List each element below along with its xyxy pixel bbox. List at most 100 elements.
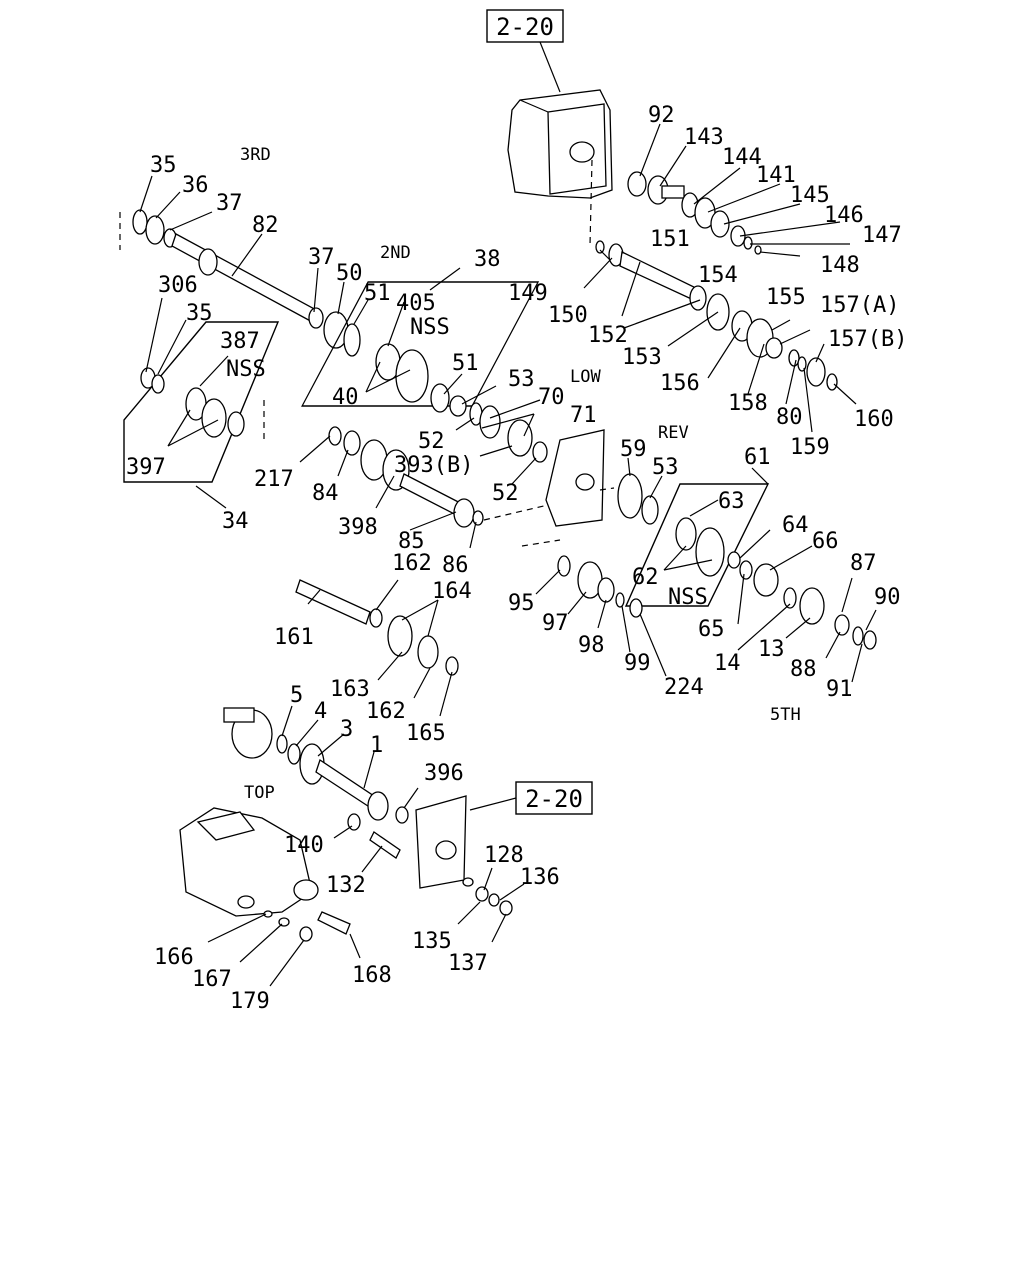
part-label: 51 (364, 281, 391, 306)
part-label: 52 (492, 481, 519, 506)
part-label: 95 (508, 591, 535, 616)
part-label: 88 (790, 657, 817, 682)
part-label: 14 (714, 651, 741, 676)
part-label: 164 (432, 579, 472, 604)
part-label: 90 (874, 585, 901, 610)
nss-labels: NSS NSS NSS (226, 315, 708, 610)
part-label: 128 (484, 843, 524, 868)
countershaft-upper (627, 171, 762, 255)
part-label: 53 (652, 455, 679, 480)
part-label: 224 (664, 675, 704, 700)
small-fasteners (263, 910, 351, 942)
part-label: 35 (150, 153, 177, 178)
part-label: 149 (508, 281, 548, 306)
part-label: 84 (312, 481, 339, 506)
part-label: 140 (284, 833, 324, 858)
part-label: 148 (820, 253, 860, 278)
part-label: 98 (578, 633, 605, 658)
counter-gear-lower (557, 551, 877, 650)
section-label-2nd: 2ND (380, 243, 411, 263)
part-label: 38 (474, 247, 501, 272)
part-label: 59 (620, 437, 647, 462)
part-label: 3 (340, 717, 353, 742)
part-label: 146 (824, 203, 864, 228)
part-label: 387 (220, 329, 260, 354)
part-label: 405 (396, 291, 436, 316)
part-label: 137 (448, 951, 488, 976)
part-label: 167 (192, 967, 232, 992)
part-label: 152 (588, 323, 628, 348)
part-label: 50 (336, 261, 363, 286)
leader-lines (139, 123, 877, 987)
part-label: 143 (684, 125, 724, 150)
idler-shaft (295, 579, 459, 676)
nss-label: NSS (668, 585, 708, 610)
part-label: 145 (790, 183, 830, 208)
part-label: 144 (722, 145, 762, 170)
part-label: 91 (826, 677, 853, 702)
synchronizer-2nd (301, 281, 540, 407)
input-shaft (223, 707, 409, 824)
section-labels: 3RD 2ND LOW REV 5TH TOP (240, 145, 801, 803)
gear-housing-bottom (179, 807, 319, 917)
part-label: 37 (216, 191, 243, 216)
part-label: 86 (442, 553, 469, 578)
part-label: 66 (812, 529, 839, 554)
nss-label: NSS (410, 315, 450, 340)
part-label: 61 (744, 445, 771, 470)
bottom-cover-plate (347, 795, 513, 916)
part-label: 156 (660, 371, 700, 396)
part-label: 80 (776, 405, 803, 430)
countershaft-middle (328, 383, 549, 528)
part-label: 398 (338, 515, 378, 540)
part-label: 165 (406, 721, 446, 746)
part-label: 62 (632, 565, 659, 590)
part-label: 64 (782, 513, 809, 538)
part-label: 65 (698, 617, 725, 642)
part-label: 4 (314, 699, 327, 724)
part-label: 1 (370, 733, 383, 758)
part-label: 157(B) (828, 327, 907, 352)
nss-label: NSS (226, 357, 266, 382)
part-label: 99 (624, 651, 651, 676)
section-label-low: LOW (570, 367, 601, 387)
part-label: 166 (154, 945, 194, 970)
part-label: 147 (862, 223, 902, 248)
part-label: 160 (854, 407, 894, 432)
ref-box-top-label: 2-20 (496, 13, 554, 41)
synchronizer-3rd (123, 321, 280, 483)
ref-box-top: 2-20 (486, 9, 564, 93)
part-label: 92 (648, 103, 675, 128)
part-label: 136 (520, 865, 560, 890)
part-label: 40 (332, 385, 359, 410)
part-label: 13 (758, 637, 785, 662)
part-label: 217 (254, 467, 294, 492)
ref-box-bottom: 2-20 (469, 781, 593, 815)
part-label: 35 (186, 301, 213, 326)
ref-box-bottom-label: 2-20 (525, 785, 583, 813)
part-label: 153 (622, 345, 662, 370)
part-label: 397 (126, 455, 166, 480)
part-label: 51 (452, 351, 479, 376)
part-label: 158 (728, 391, 768, 416)
part-label: 141 (756, 163, 796, 188)
part-label: 396 (424, 761, 464, 786)
part-label: 154 (698, 263, 738, 288)
part-label: 97 (542, 611, 569, 636)
part-label: 85 (398, 529, 425, 554)
intermediate-plate (521, 429, 615, 547)
section-label-rev: REV (658, 423, 689, 443)
part-label: 34 (222, 509, 249, 534)
part-label: 162 (366, 699, 406, 724)
part-label: 63 (718, 489, 745, 514)
part-label: 306 (158, 273, 198, 298)
part-label: 36 (182, 173, 209, 198)
part-label: 157(A) (820, 293, 899, 318)
part-label: 162 (392, 551, 432, 576)
part-label: 135 (412, 929, 452, 954)
part-label: 37 (308, 245, 335, 270)
part-label: 82 (252, 213, 279, 238)
part-label: 159 (790, 435, 830, 460)
part-label: 155 (766, 285, 806, 310)
part-label: 161 (274, 625, 314, 650)
